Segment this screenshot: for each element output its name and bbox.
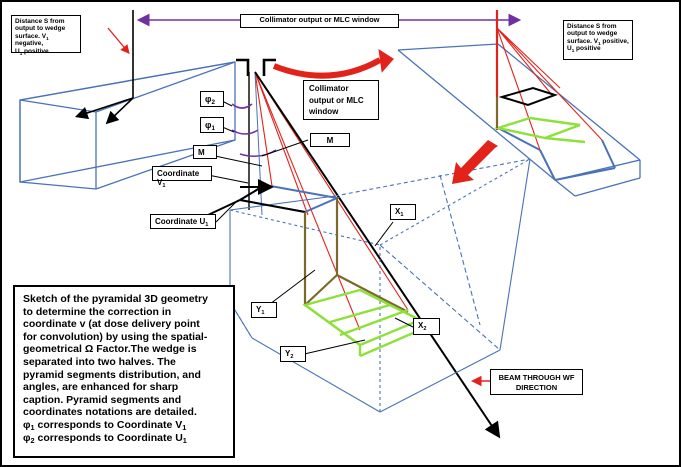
caption-line: Sketch of the pyramidal 3D geometry	[23, 293, 208, 305]
pyramid-olive	[303, 198, 409, 346]
caption-line: angles, are enhanced for sharp	[23, 381, 179, 394]
caption-line-phi2: φ2 corresponds to Coordinate U1	[23, 431, 187, 445]
right-green	[493, 116, 586, 144]
jaw-left	[236, 58, 250, 76]
beam-arrow	[254, 71, 501, 439]
caption-line: coordinate v (at dose delivery point	[23, 318, 200, 331]
caption-line: for convolution) by using the spatial-	[23, 330, 208, 343]
phi1-arc	[231, 129, 259, 135]
label-y2: Y2	[280, 346, 306, 362]
caption-line: to determine the correction in	[23, 305, 172, 318]
label-distance-right: Distance S from output to wedge surface.…	[563, 20, 633, 60]
label-phi2: φ2	[200, 91, 224, 107]
label-m-left: M	[193, 145, 217, 159]
left-v-arrow	[105, 97, 134, 125]
caption-line: geometrical Ω Factor.The wedge is	[23, 343, 197, 356]
pyramid-green	[302, 288, 423, 358]
center-wedge	[229, 158, 531, 413]
label-phi1: φ1	[200, 117, 224, 133]
label-collimator-mid: Collimator output or MLC window	[303, 80, 379, 120]
label-coordinate-v1: Coordinate V1	[152, 166, 212, 189]
collimator-curve-head	[378, 48, 394, 73]
caption-line-phi1: φ1 corresponds to Coordinate V1	[23, 418, 187, 432]
caption-line: pyramid segments distribution, and	[23, 368, 201, 381]
label-beam-direction: BEAM THROUGH WF DIRECTION	[490, 369, 583, 395]
collimator-curve	[272, 57, 382, 79]
caption-box: Sketch of the pyramidal 3D geometry to d…	[13, 285, 235, 458]
u1-link	[207, 199, 241, 216]
label-x1: X1	[390, 204, 416, 220]
right-inner-box	[497, 127, 616, 181]
label-y1: Y1	[251, 302, 277, 318]
left-label-pointer	[107, 27, 130, 54]
caption-line: caption. Pyramid segments and	[23, 393, 182, 406]
transition-arrow	[452, 140, 498, 184]
phi2-arc	[231, 103, 253, 109]
right-wedge	[397, 43, 641, 197]
label-m-right: M	[310, 133, 350, 147]
label-distance-left: Distance S from output to wedge surface.…	[11, 15, 81, 56]
caption-line: separated into two halves. The	[23, 355, 176, 368]
jaw-right	[262, 58, 276, 76]
right-top-face	[498, 86, 559, 107]
right-red-rays	[496, 27, 603, 151]
label-x2: X2	[413, 318, 440, 335]
left-wedge	[19, 61, 236, 190]
left-u-arrow	[74, 97, 134, 120]
label-collimator-top: Collimator output or MLC window	[240, 14, 399, 28]
label-coordinate-u1: Coordinate U1	[150, 214, 216, 229]
caption-line: coordinates notations are detailed.	[23, 406, 197, 419]
